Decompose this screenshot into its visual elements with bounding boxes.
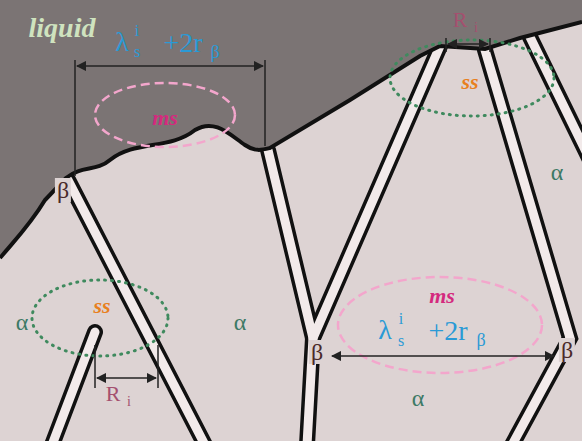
solid-liquid-interface	[0, 22, 582, 258]
ss-region	[32, 280, 168, 356]
phase-label: α	[551, 160, 564, 184]
subscript: i	[474, 21, 478, 35]
ms-region	[95, 83, 235, 147]
radius-symbol: R	[453, 9, 468, 31]
region-label: ms	[429, 285, 455, 307]
liquid-region	[0, 0, 582, 258]
spacing-symbol: λ	[115, 28, 129, 56]
phase-label: β	[559, 338, 575, 362]
region-label: ms	[152, 107, 178, 129]
phase-label: β	[55, 178, 71, 202]
phase-label: α	[412, 386, 425, 410]
radius-symbol: R	[106, 383, 121, 405]
subscript: s	[398, 333, 404, 349]
phase-label: α	[16, 310, 29, 334]
spacing-symbol: λ	[378, 316, 392, 344]
spacing-term: +2r	[428, 317, 467, 345]
superscript: i	[135, 23, 139, 39]
phase-label: α	[234, 310, 247, 334]
region-label: ss	[461, 71, 478, 93]
ms-region	[338, 277, 542, 373]
subscript: s	[134, 44, 140, 60]
subscript: β	[210, 43, 219, 61]
superscript: i	[399, 311, 403, 327]
spacing-term: +2r	[163, 29, 202, 57]
ss-region	[390, 40, 554, 116]
subscript: β	[476, 331, 485, 349]
region-label: ss	[93, 295, 110, 317]
dimension-lines	[75, 38, 554, 388]
phase-label: β	[309, 340, 325, 364]
phase-name: liquid	[29, 14, 96, 42]
subscript: i	[127, 395, 131, 409]
